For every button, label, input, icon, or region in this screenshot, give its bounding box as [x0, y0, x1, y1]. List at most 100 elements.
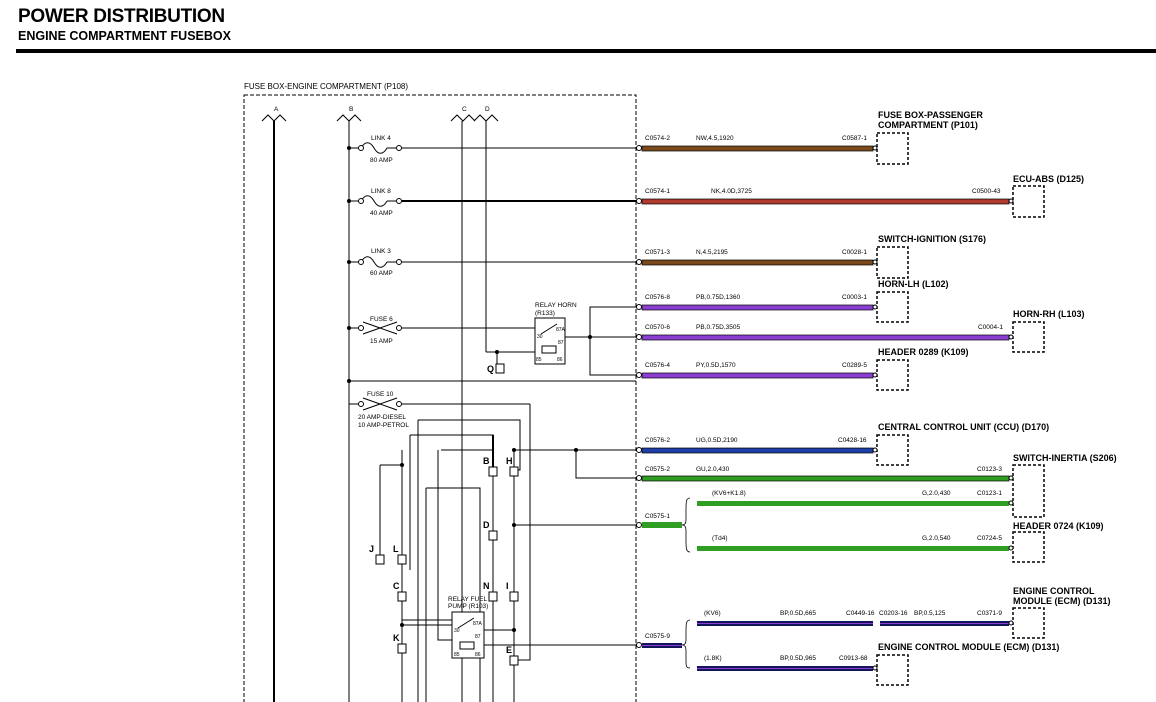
bus-c-label: C [462, 106, 467, 113]
svg-text:B: B [483, 456, 490, 466]
svg-text:C: C [393, 581, 400, 591]
svg-text:L: L [393, 544, 399, 554]
fuse6-fuse: FUSE 6 15 AMP [347, 316, 535, 345]
title-rule [16, 49, 1156, 53]
box-edge-connectors [636, 145, 642, 648]
svg-text:K: K [393, 633, 400, 643]
wire-w4: C0576-8 PB,0.75D,1360 C0003-1 [641, 294, 874, 311]
svg-text:N,4.5,2195: N,4.5,2195 [696, 249, 728, 256]
relay-horn-p87a: 87A [556, 327, 566, 333]
svg-text:J: J [369, 544, 374, 554]
relay-fuel-name: RELAY FUEL [448, 596, 488, 603]
svg-text:C0004-1: C0004-1 [978, 324, 1003, 331]
svg-text:(Td4): (Td4) [712, 535, 728, 542]
fuse6-rating: 15 AMP [370, 338, 393, 345]
wire-w7: C0576-2 UG,0.5D,2190 C0428-16 [641, 437, 874, 454]
svg-text:UG,0.5D,2190: UG,0.5D,2190 [696, 437, 738, 444]
pin-c: C [393, 581, 407, 602]
svg-text:(KV6+K1.8): (KV6+K1.8) [712, 490, 746, 497]
svg-text:BP,0.5D,965: BP,0.5D,965 [780, 655, 816, 662]
wire-w6: C0576-4 PY,0.5D,1570 C0289-5 [641, 362, 874, 379]
link3-rating: 60 AMP [370, 270, 393, 277]
internal-wiring [379, 404, 636, 702]
ecm-label-2: MODULE (ECM) (D131) [1013, 596, 1111, 606]
link4-rating: 80 AMP [370, 157, 393, 164]
pin-q: Q [487, 363, 505, 374]
relay-horn-p87: 87 [558, 340, 564, 346]
pin-i: I [506, 581, 519, 602]
svg-text:C0575-1: C0575-1 [645, 513, 670, 520]
svg-text:I: I [506, 581, 509, 591]
svg-text:PY,0.5D,1570: PY,0.5D,1570 [696, 362, 736, 369]
svg-text:PB,0.75D,3505: PB,0.75D,3505 [696, 324, 740, 331]
wire-w9: C0575-1 (KV6+K1.8) G,2.0,430 C0123-1 (Td… [642, 490, 1009, 553]
component-pins [872, 145, 1014, 671]
fb-passenger-label-2: COMPARTMENT (P101) [878, 120, 978, 130]
page-title: POWER DISTRIBUTION [18, 6, 225, 27]
wire-w10: C0575-9 (KV6) BP,0.5D,665 C0449-16 C0203… [642, 610, 1009, 671]
ecm-label-1: ENGINE CONTROL [1013, 586, 1095, 596]
switch-ignition-label: SWITCH-IGNITION (S176) [878, 234, 986, 244]
svg-text:C0575-9: C0575-9 [645, 633, 670, 640]
svg-text:BP,0.5,125: BP,0.5,125 [914, 610, 946, 617]
fuse10-rating-diesel: 20 AMP-DIESEL [358, 414, 406, 421]
relay-horn-p85: 85 [536, 357, 542, 363]
ccu-label: CENTRAL CONTROL UNIT (CCU) (D170) [878, 422, 1049, 432]
pin-l: L [393, 544, 407, 565]
pin-d: D [483, 520, 498, 541]
svg-text:(KV6): (KV6) [704, 610, 721, 617]
fb-passenger-label-1: FUSE BOX-PASSENGER [878, 110, 983, 120]
svg-text:C0428-16: C0428-16 [838, 437, 867, 444]
wire-w2: C0574-1 NK,4.0D,3725 C0500-43 [641, 188, 1010, 205]
wire-w8: C0575-2 GU,2.0,430 C0123-3 [641, 466, 1010, 482]
svg-text:C0028-1: C0028-1 [842, 249, 867, 256]
header-0289-label: HEADER 0289 (K109) [878, 347, 969, 357]
pin-j: J [369, 544, 385, 565]
svg-text:Q: Q [487, 364, 494, 374]
relay-horn: RELAY HORN (R133) 30 87A 87 85 86 [534, 302, 577, 365]
fuse6-name: FUSE 6 [370, 316, 393, 323]
link3-fuse: LINK 3 60 AMP [347, 248, 636, 277]
link3-name: LINK 3 [371, 248, 391, 255]
svg-text:C0576-2: C0576-2 [645, 437, 670, 444]
bus-breaks [261, 114, 499, 122]
svg-text:C0571-3: C0571-3 [645, 249, 670, 256]
relay-fuel-p87a: 87A [473, 621, 483, 627]
fuse10-fuse: FUSE 10 20 AMP-DIESEL 10 AMP-PETROL [347, 379, 636, 429]
link8-name: LINK 8 [371, 188, 391, 195]
switch-inertia-label: SWITCH-INERTIA (S206) [1013, 453, 1117, 463]
svg-text:H: H [506, 456, 513, 466]
svg-text:E: E [506, 645, 512, 655]
horn-lh-label: HORN-LH (L102) [878, 279, 949, 289]
relay-horn-p30: 30 [537, 334, 543, 340]
relay-horn-p86: 86 [557, 357, 563, 363]
pin-n: N [483, 581, 498, 602]
pin-e: E [506, 645, 519, 666]
svg-text:C0575-2: C0575-2 [645, 466, 670, 473]
relay-fuel-p86: 86 [475, 652, 481, 658]
page-subtitle: ENGINE COMPARTMENT FUSEBOX [18, 29, 231, 43]
svg-text:C0203-16: C0203-16 [879, 610, 908, 617]
svg-text:GU,2.0,430: GU,2.0,430 [696, 466, 730, 473]
bus-a-label: A [274, 106, 279, 113]
fusebox-frame [243, 94, 637, 702]
svg-text:C0574-2: C0574-2 [645, 135, 670, 142]
fuse10-name: FUSE 10 [367, 391, 394, 398]
svg-text:N: N [483, 581, 490, 591]
svg-text:G,2.0,430: G,2.0,430 [922, 490, 951, 497]
relay-horn-name: RELAY HORN [535, 302, 577, 309]
svg-text:C0500-43: C0500-43 [972, 188, 1001, 195]
svg-text:BP,0.5D,665: BP,0.5D,665 [780, 610, 816, 617]
relay-horn-wiring [486, 306, 636, 376]
svg-text:C0576-4: C0576-4 [645, 362, 670, 369]
fusebox-label: FUSE BOX-ENGINE COMPARTMENT (P108) [244, 82, 408, 91]
svg-text:(1.8K): (1.8K) [704, 655, 722, 662]
wire-w5: C0570-6 PB,0.75D,3505 C0004-1 [641, 324, 1010, 341]
svg-text:C0449-16: C0449-16 [846, 610, 875, 617]
pin-b: B [483, 456, 498, 477]
svg-text:C0570-6: C0570-6 [645, 324, 670, 331]
svg-text:C0123-3: C0123-3 [977, 466, 1002, 473]
link4-name: LINK 4 [371, 135, 391, 142]
svg-text:C0289-5: C0289-5 [842, 362, 867, 369]
